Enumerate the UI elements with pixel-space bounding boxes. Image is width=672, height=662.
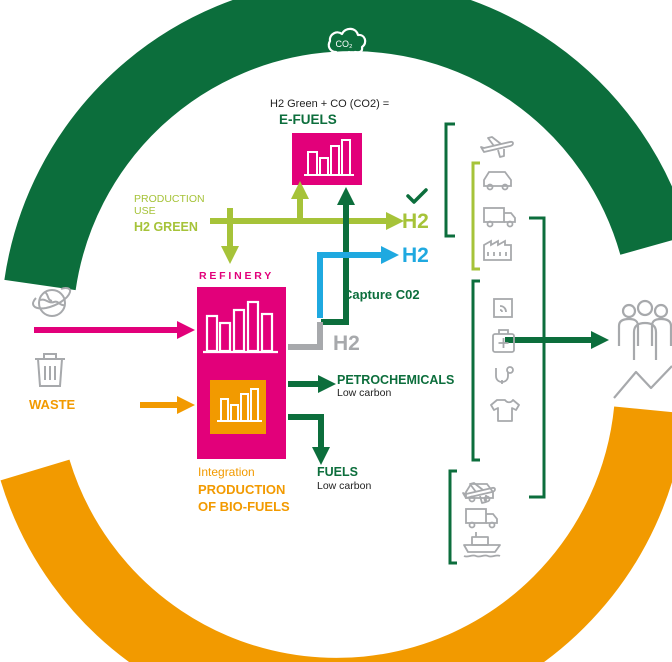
petrochemicals-subtitle: Low carbon bbox=[337, 387, 392, 399]
car-icon bbox=[465, 483, 494, 503]
orange-cycle-arc bbox=[0, 406, 672, 662]
trash-icon bbox=[35, 353, 65, 387]
bracket-group-2 bbox=[471, 161, 480, 271]
waste-label: WASTE bbox=[29, 397, 76, 412]
ship-icon bbox=[463, 532, 501, 558]
integration-line3: OF BIO-FUELS bbox=[198, 499, 290, 514]
car-icon bbox=[483, 171, 512, 191]
bracket-group-4 bbox=[448, 469, 457, 565]
cyan-h2-flow bbox=[317, 246, 399, 318]
fuels-subtitle: Low carbon bbox=[317, 480, 372, 492]
fuels-title: FUELS bbox=[317, 465, 358, 479]
recycle-icon bbox=[335, 614, 365, 654]
integration-line2: PRODUCTION bbox=[198, 482, 286, 497]
production-line3: H2 GREEN bbox=[134, 220, 198, 234]
stethoscope-icon bbox=[495, 366, 514, 384]
efuels-factory-icon bbox=[304, 139, 354, 176]
gray-h2-flow bbox=[288, 322, 323, 350]
capture-label: Capture C02 bbox=[343, 287, 420, 302]
right-collector-bracket bbox=[529, 216, 546, 499]
truck-icon bbox=[465, 508, 498, 529]
tshirt-icon bbox=[490, 399, 520, 422]
check-icon bbox=[406, 188, 428, 204]
capture-co2-flow bbox=[321, 187, 355, 325]
factory-icon bbox=[483, 239, 512, 261]
h2-green-label: H2 bbox=[402, 210, 429, 233]
bracket-group-1 bbox=[444, 122, 455, 238]
production-line1: PRODUCTION bbox=[134, 193, 205, 205]
refinery-factory-icon bbox=[203, 300, 278, 354]
airplane-icon bbox=[480, 136, 514, 158]
h2-cyan-label: H2 bbox=[402, 244, 429, 267]
green-cycle-arc bbox=[4, 0, 672, 291]
integration-line1: Integration bbox=[198, 465, 255, 479]
green-h2-flow bbox=[210, 181, 404, 264]
tablet-icon bbox=[493, 298, 513, 318]
bracket-group-3 bbox=[471, 279, 480, 462]
refinery-label: REFINERY bbox=[199, 270, 275, 282]
biofuel-factory-icon bbox=[217, 388, 262, 422]
truck-icon bbox=[483, 207, 516, 228]
production-line2: USE bbox=[134, 205, 156, 217]
people-icon bbox=[613, 299, 672, 399]
svg-text:CO₂: CO₂ bbox=[336, 39, 354, 49]
efuels-title: E-FUELS bbox=[279, 112, 337, 127]
efuels-formula: H2 Green + CO (CO2) = bbox=[270, 98, 390, 110]
petrochemicals-title: PETROCHEMICALS bbox=[337, 373, 455, 387]
medical-kit-icon bbox=[492, 329, 515, 353]
globe-icon bbox=[32, 287, 72, 317]
fuels-arrow bbox=[288, 414, 330, 465]
h2-gray-label: H2 bbox=[333, 332, 360, 355]
co2-icon: CO₂ bbox=[327, 27, 367, 63]
